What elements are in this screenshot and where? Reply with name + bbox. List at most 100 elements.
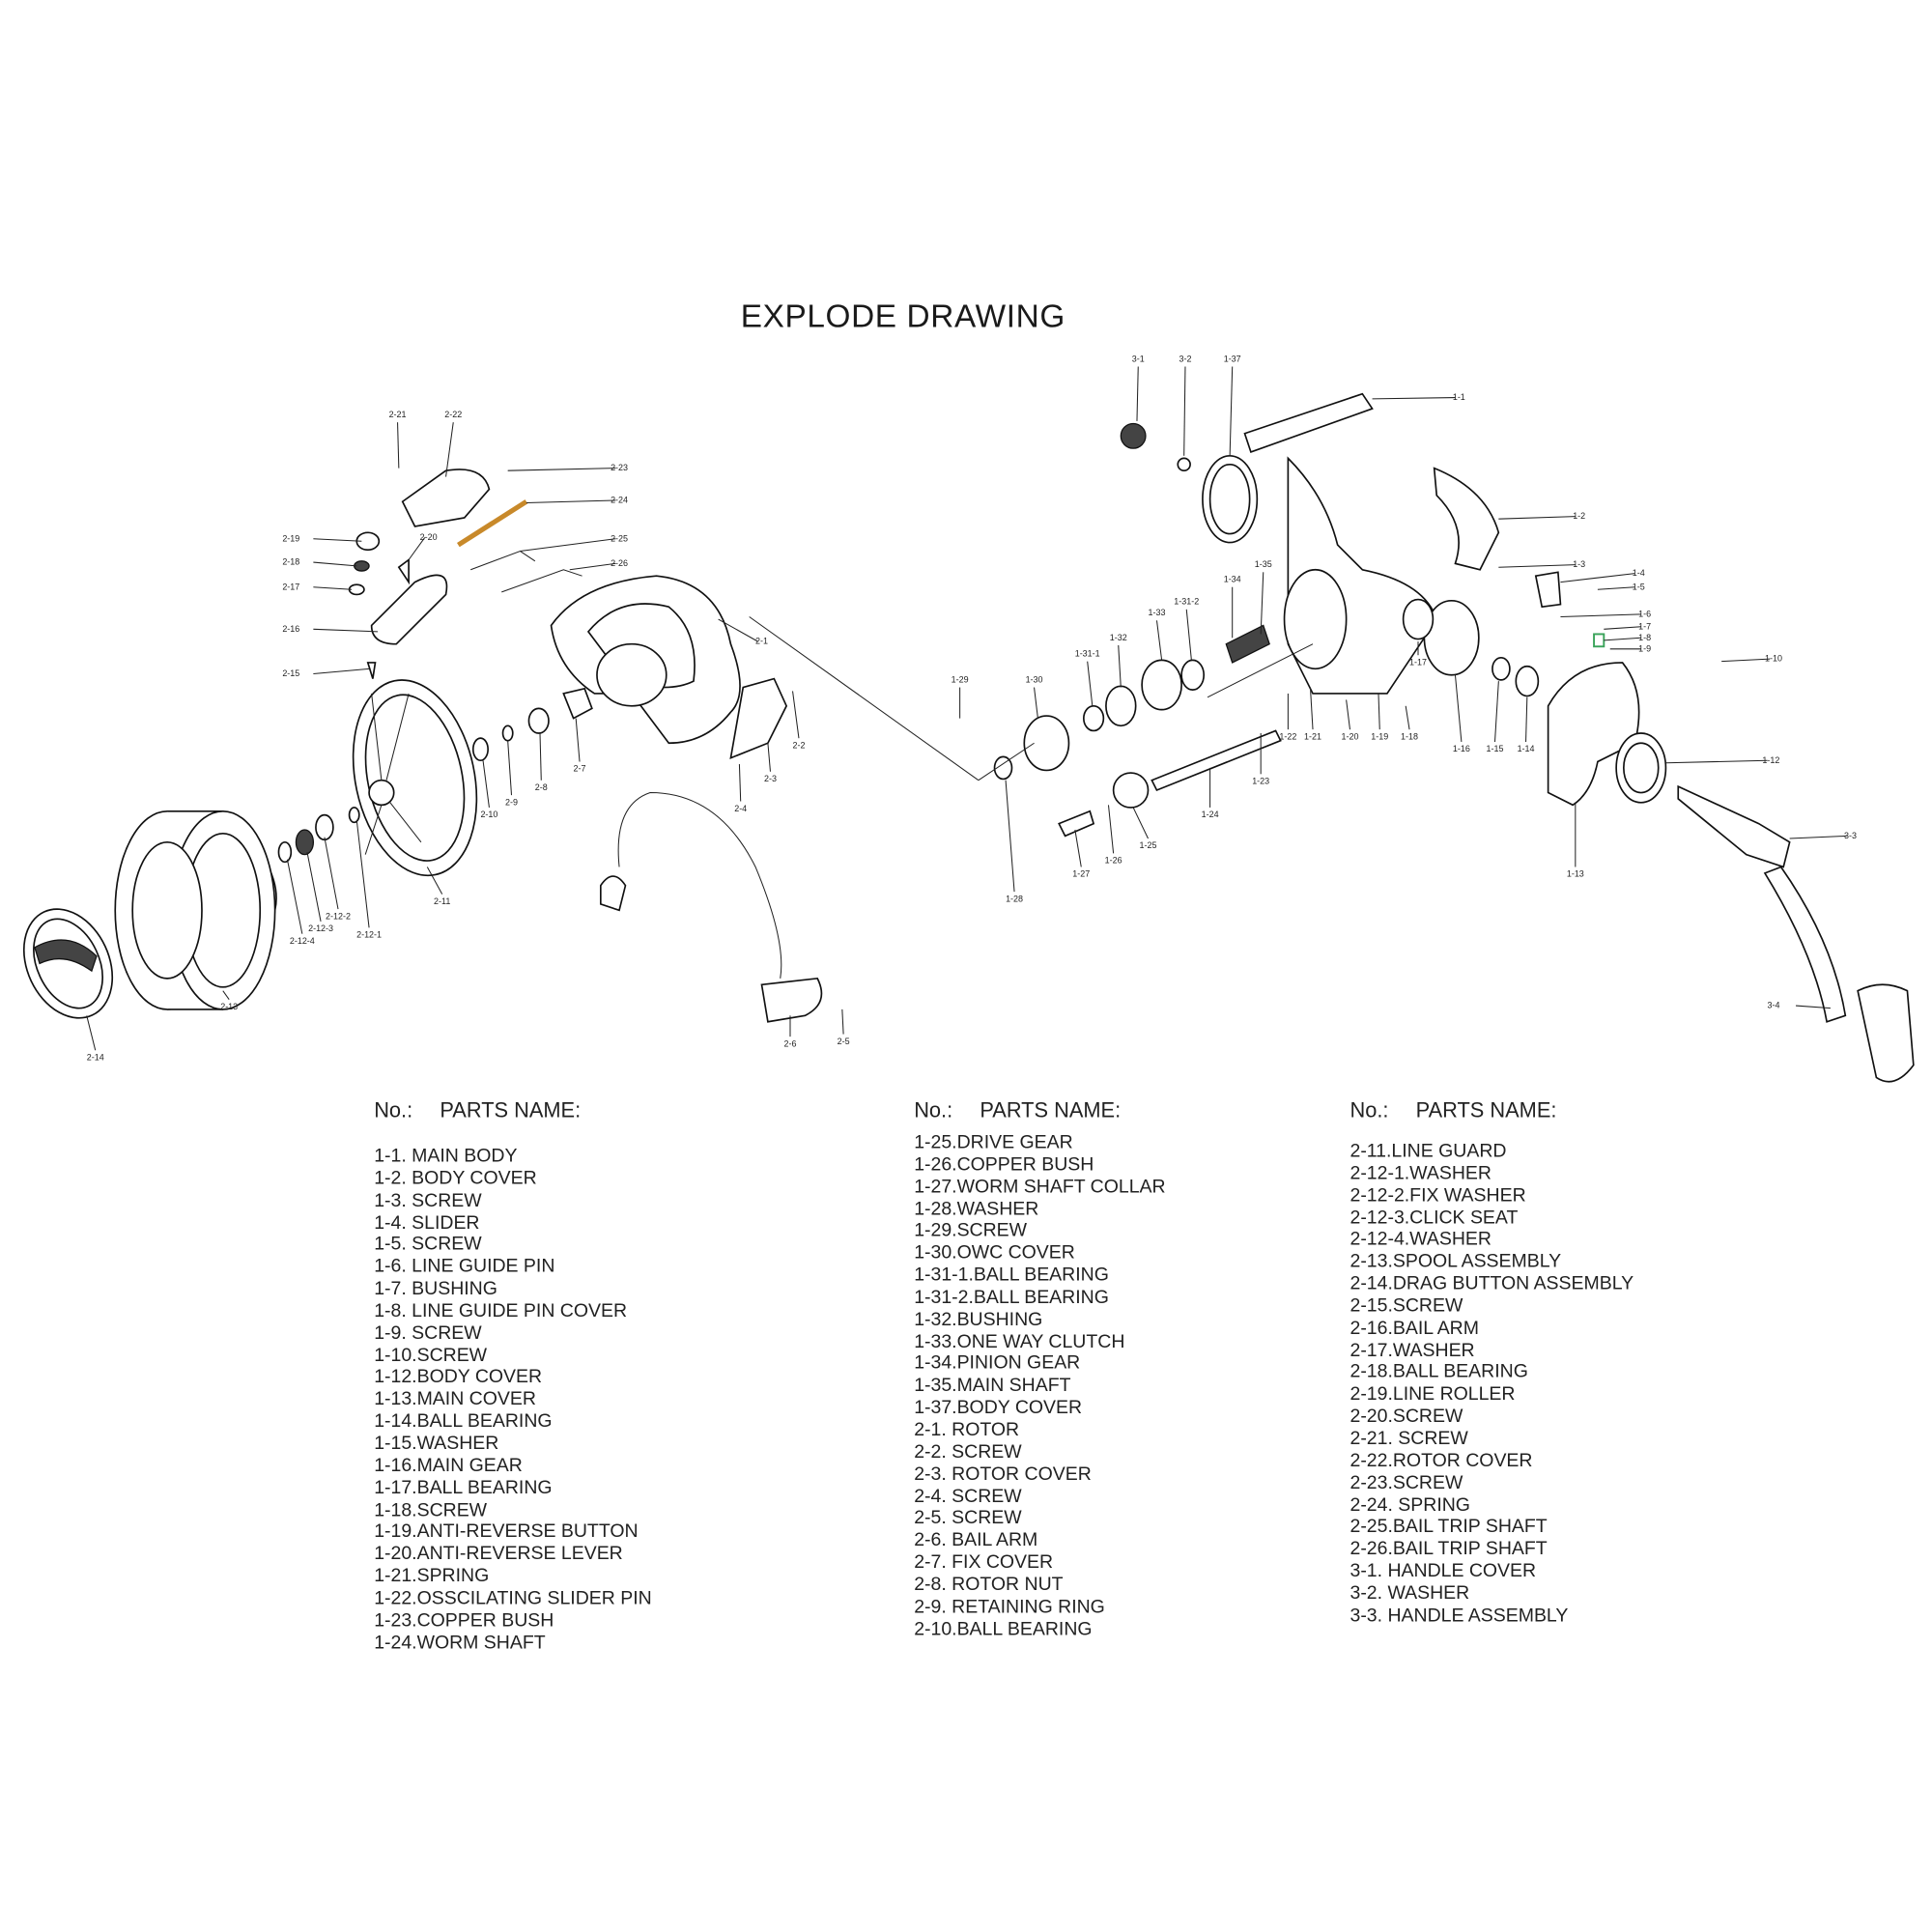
parts-list-item: 3-2. WASHER (1350, 1582, 1470, 1605)
leader-line (1498, 564, 1576, 568)
leader-line (1260, 572, 1264, 635)
callout-label: 2-14 (87, 1052, 104, 1062)
parts-list-item: 1-37.BODY COVER (914, 1397, 1083, 1419)
callout-label: 2-11 (434, 896, 450, 906)
parts-list-item: 2-7. FIX COVER (914, 1551, 1054, 1574)
leader-line (507, 740, 513, 796)
leader-line (1454, 674, 1463, 743)
callout-label: 1-18 (1401, 731, 1418, 741)
parts-list-item: 2-12-1.WASHER (1350, 1162, 1492, 1184)
parts-list-item: 1-22.OSSCILATING SLIDER PIN (374, 1587, 652, 1609)
parts-list-item: 1-34.PINION GEAR (914, 1352, 1081, 1375)
callout-label: 1-25 (1140, 840, 1157, 850)
parts-list-item: 2-1. ROTOR (914, 1419, 1020, 1441)
callout-label: 2-7 (574, 764, 586, 774)
rotor-cover-bail-parts (348, 469, 582, 679)
callout-label: 1-33 (1149, 608, 1166, 617)
leader-line (1034, 687, 1038, 719)
callout-label: 1-20 (1342, 731, 1359, 741)
parts-list-item: 1-17.BALL BEARING (374, 1477, 553, 1498)
leader-line (1493, 681, 1499, 743)
leader-line (355, 819, 370, 928)
parts-list-item: 1-4. SLIDER (374, 1211, 480, 1234)
parts-list-item: 2-3. ROTOR COVER (914, 1463, 1092, 1485)
callout-label: 2-25 (611, 533, 628, 543)
spool-washers (277, 807, 360, 864)
parts-list-item: 1-2. BODY COVER (374, 1167, 537, 1189)
parts-list-item: 2-24. SPRING (1350, 1493, 1470, 1516)
leader-line (313, 628, 379, 633)
leader-line (1796, 1005, 1831, 1009)
callout-label: 2-24 (611, 496, 628, 505)
rotor (550, 575, 788, 759)
side-cover-handle (1547, 662, 1915, 1083)
callout-label: 1-31-2 (1174, 597, 1199, 607)
leader-line (1074, 829, 1082, 867)
parts-name-header: PARTS NAME: (980, 1098, 1122, 1122)
callout-label: 2-18 (282, 557, 299, 567)
leader-line (286, 859, 303, 934)
leader-line (408, 537, 426, 560)
parts-list-item: 1-1. MAIN BODY (374, 1145, 518, 1167)
leader-line (313, 586, 353, 590)
leader-line (507, 468, 616, 471)
parts-list-item: 1-32.BUSHING (914, 1308, 1043, 1330)
callout-label: 1-37 (1224, 354, 1241, 363)
callout-label: 1-14 (1518, 744, 1535, 753)
parts-list-item: 1-30.OWC COVER (914, 1242, 1075, 1264)
leader-line (1498, 516, 1576, 520)
parts-list-item: 1-31-1.BALL BEARING (914, 1264, 1109, 1286)
leader-line (313, 561, 357, 567)
leader-line (1118, 644, 1122, 688)
callout-label: 1-34 (1224, 575, 1241, 584)
leader-line (1525, 696, 1528, 742)
parts-list-item: 2-25.BAIL TRIP SHAFT (1350, 1516, 1548, 1538)
parts-list-item: 2-17.WASHER (1350, 1339, 1475, 1361)
callout-label: 2-5 (838, 1037, 850, 1046)
leader-line (1721, 658, 1771, 663)
parts-list-item: 2-5. SCREW (914, 1507, 1022, 1529)
assembly-axis-line (749, 616, 980, 781)
parts-list-item: 1-7. BUSHING (374, 1278, 497, 1300)
callout-label: 2-6 (783, 1038, 796, 1048)
callout-label: 1-24 (1202, 810, 1219, 819)
callout-label: 2-8 (535, 782, 548, 792)
leader-line (324, 837, 339, 910)
parts-name-header: PARTS NAME: (440, 1098, 582, 1122)
leader-line (1604, 637, 1641, 641)
callout-label: 1-19 (1371, 731, 1388, 741)
no-header: No.: (914, 1098, 953, 1122)
parts-list-item: 1-26.COPPER BUSH (914, 1153, 1094, 1176)
parts-list-item: 2-12-4.WASHER (1350, 1229, 1492, 1251)
parts-list-item: 3-3. HANDLE ASSEMBLY (1350, 1605, 1569, 1627)
parts-list-item: 2-4. SCREW (914, 1485, 1022, 1507)
callout-label: 2-21 (389, 410, 407, 419)
parts-list-item: 1-16.MAIN GEAR (374, 1455, 523, 1477)
leader-line (1378, 693, 1380, 730)
leader-line (445, 422, 454, 477)
parts-list-item: 2-12-3.CLICK SEAT (1350, 1207, 1519, 1229)
no-header: No.: (374, 1098, 413, 1122)
gear-train (993, 571, 1605, 838)
parts-list-item: 1-19.ANTI-REVERSE BUTTON (374, 1520, 639, 1543)
leader-line (520, 538, 616, 553)
callout-label: 1-3 (1573, 559, 1585, 569)
spool-assembly (114, 810, 277, 1010)
parts-list-item: 3-1. HANDLE COVER (1350, 1560, 1537, 1582)
leader-line (1372, 397, 1456, 400)
callout-label: 2-15 (282, 668, 299, 678)
leader-line (1560, 573, 1635, 583)
callout-label: 1-4 (1633, 568, 1645, 578)
leader-line (86, 1015, 97, 1051)
callout-label: 1-9 (1638, 643, 1651, 653)
callout-label: 2-12-3 (308, 923, 333, 933)
parts-list-item: 1-14.BALL BEARING (374, 1410, 553, 1433)
callout-label: 1-6 (1638, 609, 1651, 618)
callout-label: 2-23 (611, 463, 628, 472)
leader-line (1132, 807, 1149, 839)
leader-line (426, 867, 443, 895)
parts-list-item: 2-2. SCREW (914, 1441, 1022, 1463)
parts-list-item: 1-18.SCREW (374, 1498, 488, 1520)
